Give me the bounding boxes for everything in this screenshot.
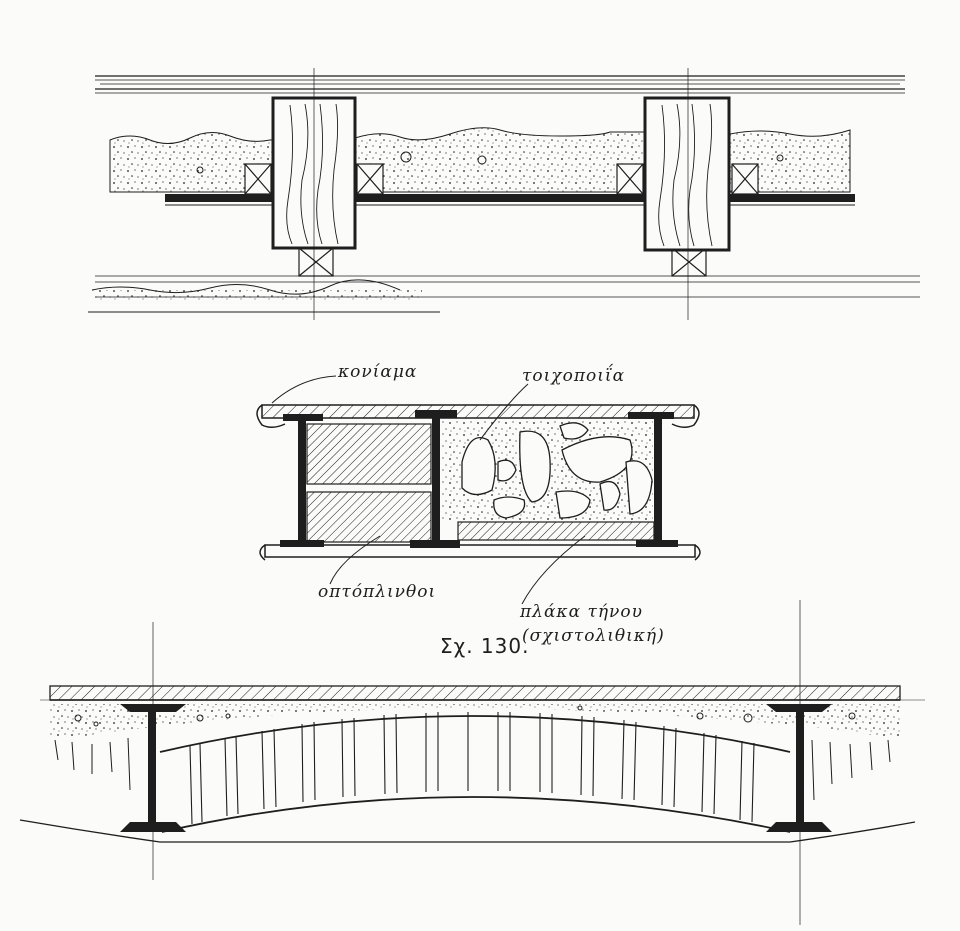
label-slate-slab-note: (σχιστολιθική)	[522, 626, 665, 646]
label-masonry: τοιχοποιΐα	[522, 366, 626, 386]
steel-beam-infill-section	[256, 375, 701, 605]
label-slate-slab: πλάκα τήνου	[520, 602, 643, 622]
jack-arch-floor-section	[19, 600, 925, 925]
figure-caption: Σχ. 130.	[440, 634, 530, 658]
label-bricks: οπτόπλινθοι	[318, 582, 437, 602]
label-mortar: κονίαμα	[338, 362, 418, 382]
timber-floor-section	[88, 68, 920, 320]
